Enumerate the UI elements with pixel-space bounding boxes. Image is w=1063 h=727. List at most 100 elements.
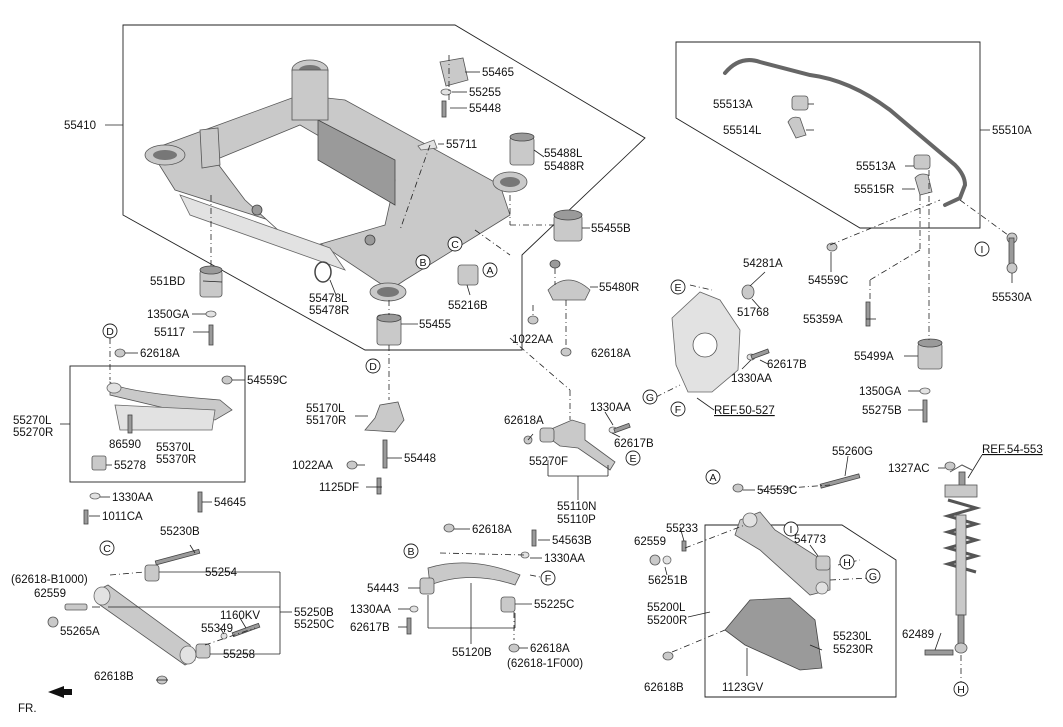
label-55270l: 55270L: [13, 415, 52, 427]
label-55488l: 55488L: [544, 148, 583, 160]
cover-55370: [114, 404, 216, 431]
link-55530a: [1006, 232, 1018, 274]
bushing-54773: [815, 555, 831, 571]
svg-text:D: D: [106, 326, 114, 338]
label-1330aa-c: 1330AA: [731, 373, 772, 385]
label-55480r: 55480R: [599, 282, 639, 294]
callout-h-lower-arm: H: [839, 554, 855, 570]
label-54563b: 54563B: [552, 535, 592, 547]
washer-55255: [440, 88, 452, 96]
bolt-54645: [197, 491, 203, 513]
label-55216b: 55216B: [448, 300, 488, 312]
label-54559c-b: 54559C: [808, 275, 848, 287]
callout-a-lower-arm: A: [705, 469, 721, 485]
label-55260g: 55260G: [832, 446, 873, 458]
label-55200l: 55200L: [647, 602, 686, 614]
svg-text:B: B: [407, 546, 414, 558]
washer-1330aa-e: [409, 605, 419, 613]
bolt-55117: [208, 324, 214, 346]
label-56251b: 56251B: [648, 575, 688, 587]
callout-b-subframe: B: [415, 254, 431, 270]
label-55513a: 55513A: [713, 99, 753, 111]
knuckle: [671, 291, 741, 393]
label-55250c: 55250C: [294, 619, 334, 631]
bushing-55258: [195, 643, 211, 659]
label-54645: 54645: [214, 497, 246, 509]
front-direction-label: FR.: [18, 703, 37, 715]
label-1160kv: 1160KV: [220, 610, 260, 622]
label-55230b: 55230B: [160, 526, 200, 538]
callout-f-knuckle: F: [670, 401, 686, 417]
label-54773: 54773: [794, 534, 826, 546]
label-ref-50-527: REF.50-527: [714, 405, 775, 417]
label-62559: 62559: [634, 536, 666, 548]
label-55230l: 55230L: [833, 631, 872, 643]
leader-lines: [60, 71, 1013, 681]
label-55448-b: 55448: [404, 453, 436, 465]
label-55410: 55410: [64, 120, 96, 132]
washer-1330aa-upper: [89, 492, 101, 500]
callout-b-arm: B: [403, 543, 419, 559]
callout-g-knuckle: G: [642, 389, 658, 405]
svg-text:A: A: [709, 472, 716, 484]
bushing-551bd: [199, 265, 223, 298]
subframe-group-box: [122, 24, 646, 351]
bushing-55513a-b: [913, 154, 931, 170]
label-62618a: 62618A: [591, 348, 631, 360]
label-62617b-c: 62617B: [350, 622, 390, 634]
label-54281a: 54281A: [743, 258, 783, 270]
bushing-55278: [91, 455, 107, 471]
label-1350ga-b: 1350GA: [859, 386, 902, 398]
label-62618a-e: 62618A: [530, 643, 570, 655]
bolt-1160kv: [231, 622, 261, 638]
washer-1350ga-b: [919, 387, 931, 395]
lower-arm-55250: [93, 584, 197, 666]
label-1123gv: 1123GV: [722, 682, 764, 694]
nut-62618b-a: [662, 651, 674, 661]
bracket-55170: [364, 401, 405, 433]
svg-text:G: G: [869, 571, 877, 583]
label-1330aa-b: 1330AA: [590, 402, 631, 414]
label-1125df: 1125DF: [319, 482, 359, 494]
clip-55711: [417, 139, 438, 151]
svg-text:D: D: [369, 361, 377, 373]
label-62559-b: 62559: [34, 588, 66, 600]
label-55275b: 55275B: [862, 405, 902, 417]
label-55110n: 55110N: [557, 501, 596, 513]
label-1011ca: 1011CA: [102, 511, 143, 523]
callout-c-lower-arm: C: [99, 540, 115, 556]
label-62618a-d: 62618A: [472, 524, 512, 536]
bolt-62617b: [613, 422, 631, 434]
svg-text:C: C: [451, 239, 459, 251]
label-55110p: 55110P: [557, 514, 596, 526]
label-55448: 55448: [469, 103, 501, 115]
nut-62559-b: [47, 616, 59, 628]
bushing-55265a: [64, 603, 88, 611]
bolt-1125df: [376, 477, 382, 495]
bracket-55514l: [787, 116, 807, 139]
label-55478r: 55478R: [309, 305, 349, 317]
washer-56251b: [662, 555, 672, 565]
label-55230r: 55230R: [833, 644, 873, 656]
label-55499a: 55499A: [854, 351, 894, 363]
lower-arm-group-box: [704, 524, 897, 698]
label-62618a-b: 62618A: [140, 348, 180, 360]
label-86590: 86590: [109, 439, 141, 451]
label-55515r: 55515R: [854, 184, 894, 196]
label-1327ac: 1327AC: [888, 463, 930, 475]
pin-55233: [681, 540, 687, 552]
label-62618b-b: 62618B: [94, 671, 134, 683]
bushing-55254: [144, 564, 160, 582]
label-55270f: 55270F: [529, 456, 568, 468]
lower-arm-55200: [734, 511, 831, 596]
stabilizer-group-box: [675, 41, 981, 229]
svg-text:C: C: [103, 543, 111, 555]
label-55455b: 55455B: [591, 223, 631, 235]
bolt-1011ca: [83, 509, 89, 525]
label-54559c-c: 54559C: [757, 485, 797, 497]
label-55170r: 55170R: [306, 415, 346, 427]
callout-e-arm: E: [625, 450, 641, 466]
bolt-55275b: [922, 399, 928, 423]
dashed-assembly-lines: [109, 55, 1009, 682]
bushing-55216b: [457, 264, 479, 286]
